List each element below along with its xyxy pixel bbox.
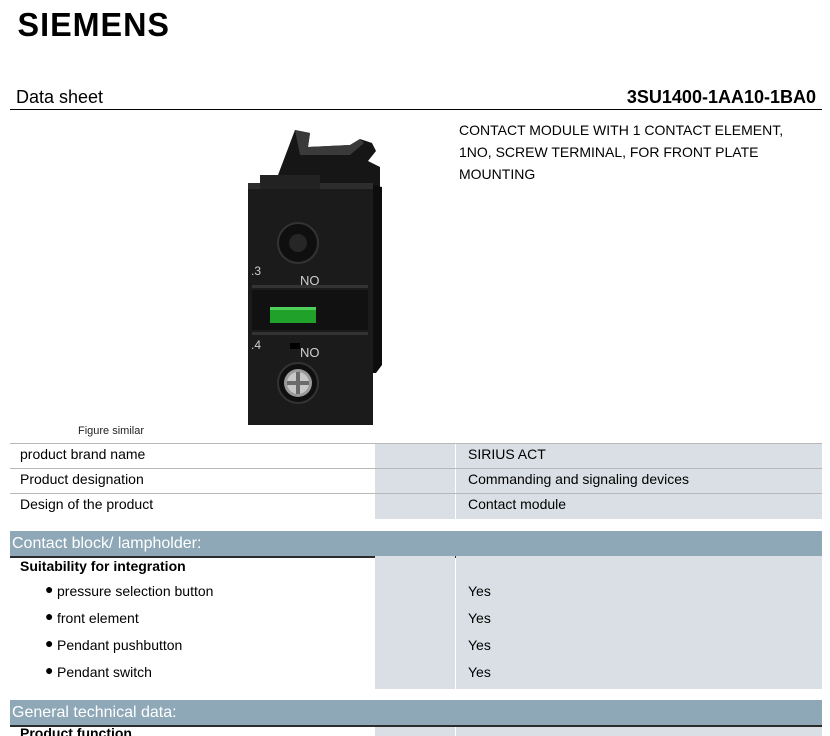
product-description: CONTACT MODULE WITH 1 CONTACT ELEMENT, 1…	[459, 119, 819, 185]
datasheet-header: Data sheet 3SU1400-1AA10-1BA0	[10, 85, 822, 110]
section-header-contact-block: Contact block/ lampholder:	[10, 531, 822, 556]
row-label: Pendant switch	[57, 664, 152, 680]
table-row-group: Suitability for integration	[10, 556, 822, 581]
group-label: Suitability for integration	[20, 558, 186, 574]
row-spacer	[375, 727, 455, 736]
table-row: ● Pendant switch Yes	[10, 662, 822, 689]
label-terminal-4: .4	[251, 338, 261, 352]
table-row: ● front element Yes	[10, 608, 822, 635]
row-spacer	[375, 635, 455, 662]
table-row-group: Product function	[10, 727, 822, 736]
row-value: Contact module	[468, 496, 567, 512]
row-spacer	[375, 556, 455, 581]
product-number: 3SU1400-1AA10-1BA0	[626, 87, 816, 107]
row-label: Product designation	[20, 471, 144, 487]
table-row: ● pressure selection button Yes	[10, 581, 822, 608]
row-spacer	[375, 494, 455, 519]
siemens-logo: SIEMENS	[17, 6, 170, 43]
row-value-cell: Contact module	[456, 494, 822, 519]
datasheet-title: Data sheet	[16, 87, 104, 107]
row-value: Yes	[468, 610, 491, 626]
table-row: product brand name SIRIUS ACT	[10, 443, 822, 469]
row-label: product brand name	[20, 446, 146, 462]
label-terminal-3: .3	[251, 264, 261, 278]
row-value-cell: SIRIUS ACT	[456, 444, 822, 469]
row-spacer	[375, 581, 455, 608]
contact-module-image: .3 NO .4 NO	[248, 130, 382, 425]
row-value-cell: Yes	[456, 581, 822, 608]
group-label: Product function	[20, 727, 132, 736]
description-line: 1NO, SCREW TERMINAL, FOR FRONT PLATE	[459, 144, 759, 160]
product-figure: .3 NO .4 NO	[200, 125, 420, 430]
table-row: Product designation Commanding and signa…	[10, 468, 822, 494]
row-label: front element	[57, 610, 139, 626]
bullet-icon: ●	[45, 608, 54, 624]
bullet-icon: ●	[45, 635, 54, 651]
table-row: ● Pendant pushbutton Yes	[10, 635, 822, 662]
row-value: Yes	[468, 583, 491, 599]
section-divider	[10, 725, 822, 727]
row-value-cell: Yes	[456, 635, 822, 662]
label-no-lower: NO	[300, 345, 320, 360]
figure-caption: Figure similar	[78, 425, 145, 437]
row-value: Commanding and signaling devices	[468, 471, 690, 487]
row-spacer	[375, 444, 455, 469]
section-title: General technical data:	[12, 704, 177, 721]
bullet-icon: ●	[45, 662, 54, 678]
bullet-icon: ●	[45, 581, 54, 597]
row-label: Pendant pushbutton	[57, 637, 183, 653]
row-value-cell: Yes	[456, 662, 822, 689]
description-line: CONTACT MODULE WITH 1 CONTACT ELEMENT,	[459, 122, 784, 138]
row-value: Yes	[468, 637, 491, 653]
row-value: Yes	[468, 664, 491, 680]
row-value-cell: Commanding and signaling devices	[456, 469, 822, 494]
row-label: pressure selection button	[57, 583, 214, 599]
row-spacer	[375, 469, 455, 494]
row-value-cell: Yes	[456, 608, 822, 635]
label-no-upper: NO	[300, 273, 320, 288]
section-title: Contact block/ lampholder:	[12, 535, 202, 552]
table-row: Design of the product Contact module	[10, 493, 822, 519]
row-value: SIRIUS ACT	[468, 446, 546, 462]
section-header-general-technical: General technical data:	[10, 700, 822, 725]
description-line: MOUNTING	[459, 166, 536, 182]
row-value-cell	[456, 727, 822, 736]
row-spacer	[375, 608, 455, 635]
row-label: Design of the product	[20, 496, 154, 512]
row-value-cell	[456, 556, 822, 581]
row-spacer	[375, 662, 455, 689]
